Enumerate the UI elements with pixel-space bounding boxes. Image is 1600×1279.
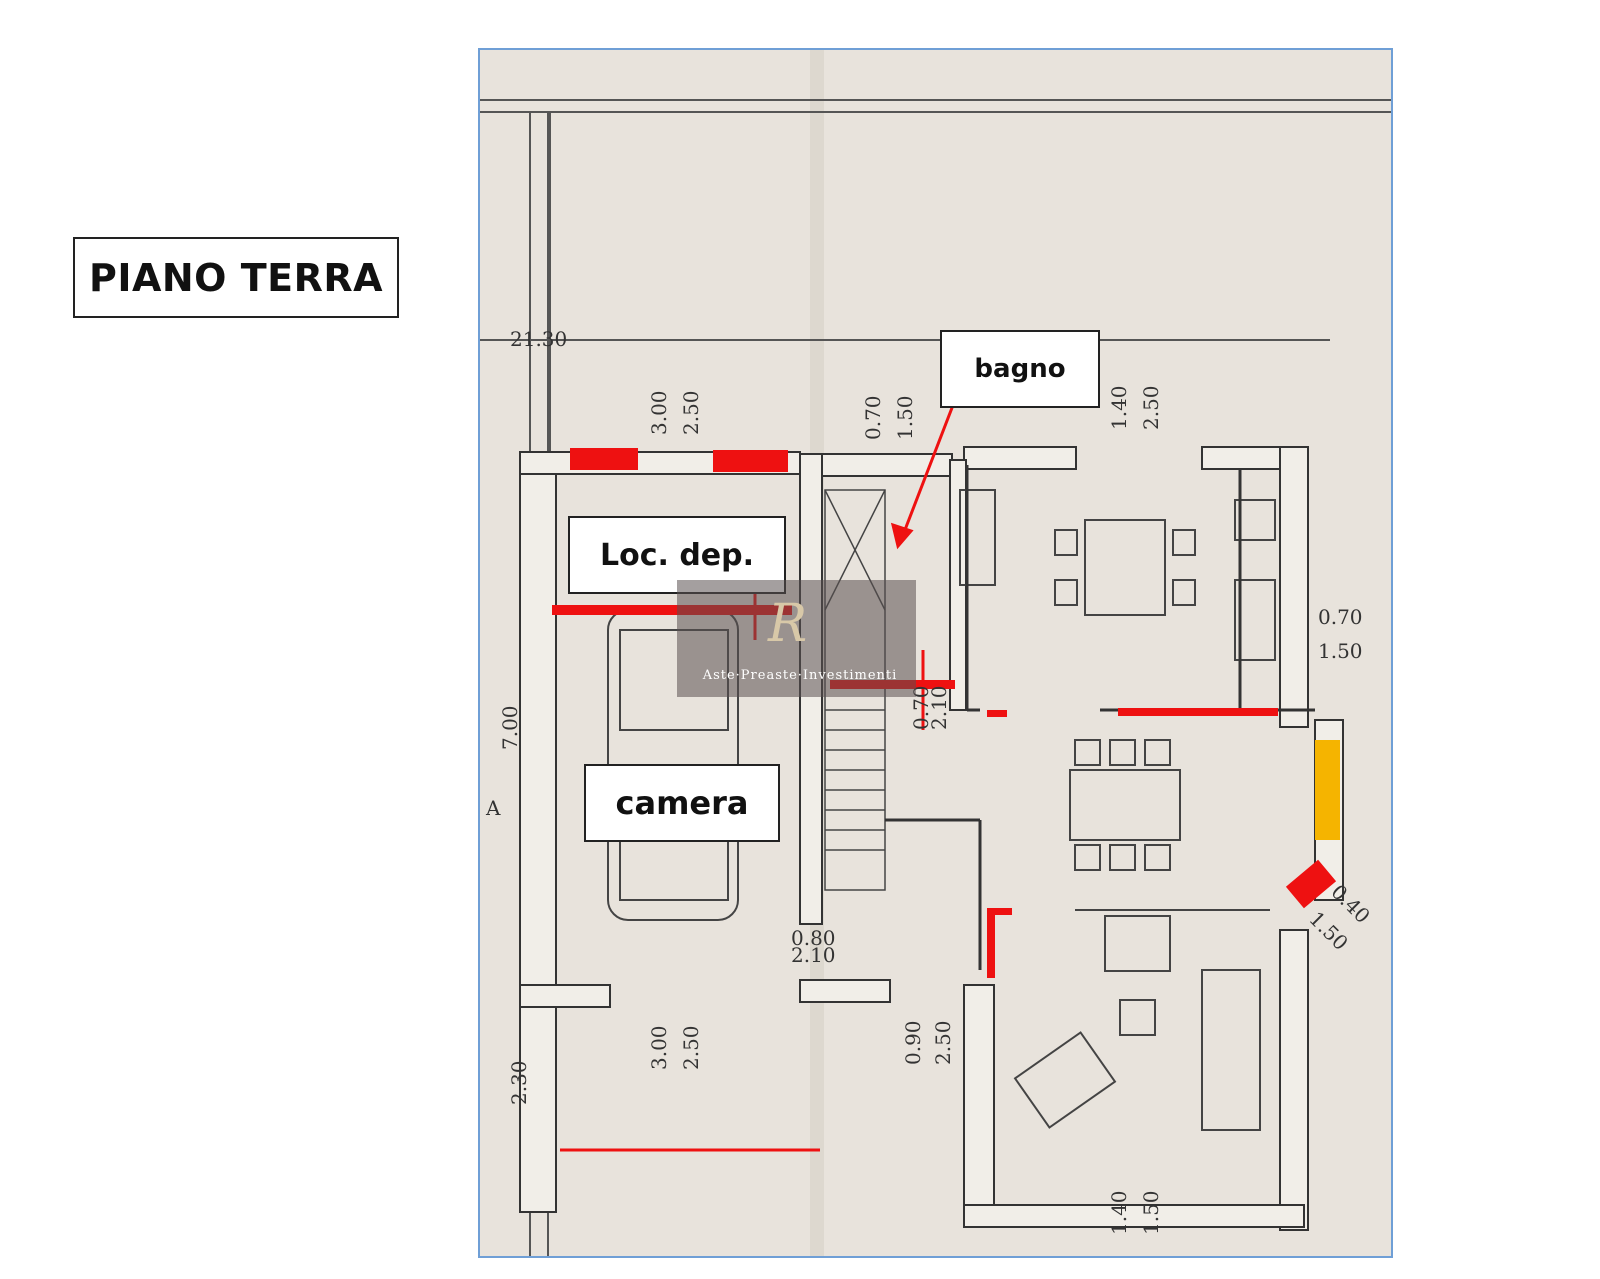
dim-9a: 0.90: [901, 1020, 925, 1065]
side-letter: A: [485, 796, 501, 820]
dim-12b: 1.50: [1139, 1190, 1163, 1235]
dim-1a: 3.00: [647, 390, 671, 435]
dim-2a: 0.70: [861, 395, 885, 440]
watermark-logo: R: [768, 594, 808, 654]
dim-4a: 0.70: [1318, 605, 1363, 629]
dim-8a: 3.00: [647, 1025, 671, 1070]
dim-1b: 2.50: [679, 390, 703, 435]
dim-7b: 2.10: [791, 943, 836, 967]
dim-7a: 0.80: [791, 926, 836, 950]
room-label-camera: camera: [584, 764, 780, 842]
dim-12a: 1.40: [1107, 1190, 1131, 1235]
watermark-text: Aste·Preaste·Investimenti: [702, 668, 898, 683]
dim-6: 7.00: [498, 705, 522, 750]
room-label-bagno: bagno: [940, 330, 1100, 408]
floor-plan: 21.30 3.00 2.50 0.70 1.50 1.40 2.50 0.70…: [478, 48, 1393, 1258]
floor-plan-drawing: 21.30 3.00 2.50 0.70 1.50 1.40 2.50 0.70…: [480, 50, 1391, 1256]
dim-5b: 2.10: [927, 685, 951, 730]
watermark-panel: [677, 580, 916, 697]
dim-top-total: 21.30: [510, 327, 567, 351]
dim-8b: 2.50: [679, 1025, 703, 1070]
dim-4b: 1.50: [1318, 639, 1363, 663]
floor-title: PIANO TERRA: [73, 237, 399, 318]
dim-9b: 2.50: [931, 1020, 955, 1065]
dim-11: 2.30: [507, 1060, 531, 1105]
dim-3a: 1.40: [1107, 385, 1131, 430]
dim-2b: 1.50: [893, 395, 917, 440]
dim-3b: 2.50: [1139, 385, 1163, 430]
